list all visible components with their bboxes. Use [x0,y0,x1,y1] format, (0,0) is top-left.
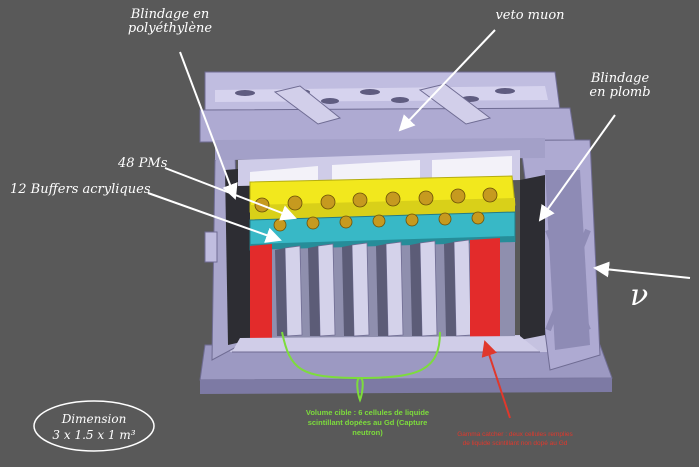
veto-muon-top [199,71,576,160]
neutrino-symbol: ν [630,278,649,313]
dimension-value: 3 x 1.5 x 1 m³ [52,428,136,442]
veto-muon-label: veto muon [495,8,565,23]
buffers-label: 12 Buffers acryliques [10,182,151,197]
dimension-label: Dimension 3 x 1.5 x 1 m³ [42,411,146,443]
leader-arrows [147,29,691,279]
pm-tray [249,175,516,220]
dimension-title: Dimension [61,412,127,426]
lead-shielding-label: Blindage en plomb [589,71,651,100]
gamma-catcher-label: Gamma catcher : deux cellules remplies d… [457,431,573,447]
pms-label: 48 PMs [118,156,168,171]
left-bracket [204,231,218,263]
target-cells [250,239,515,338]
base-grid [232,336,540,353]
side-braces [545,228,591,332]
gamma-arrow [481,340,511,419]
gamma-catcher-cells [250,238,500,338]
dimension-outline [33,400,155,452]
polyethylene-shielding-label: Blindage en polyéthylène [127,7,213,36]
target-bracket [281,331,441,403]
target-volume-label: Volume cible : 6 cellules de liquide sci… [305,408,430,437]
